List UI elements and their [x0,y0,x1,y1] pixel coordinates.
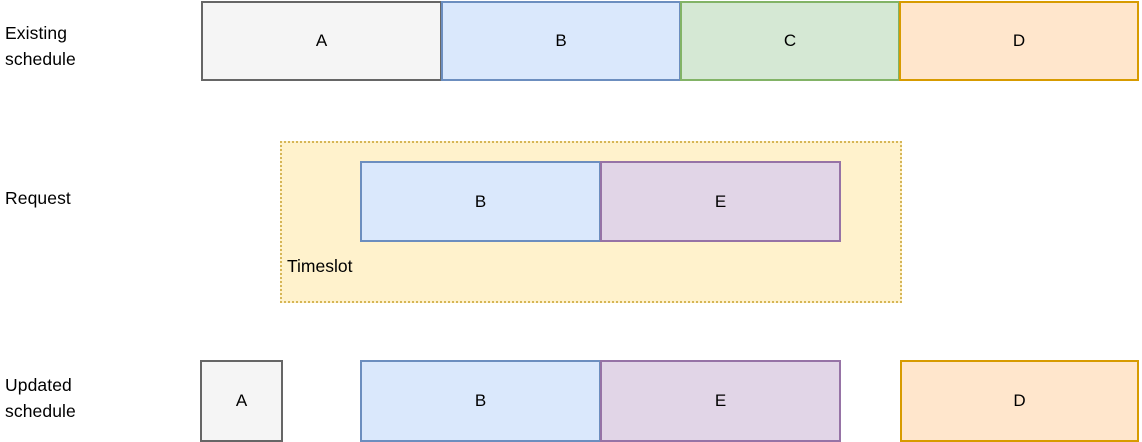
block-label: D [1013,391,1026,410]
block-updated-e[interactable]: E [600,360,841,442]
row-label-updated-schedule: Updated schedule [5,375,76,421]
block-label: D [1012,31,1026,50]
block-existing-c[interactable]: C [680,1,900,81]
block-label: B [474,391,487,410]
block-request-e[interactable]: E [600,161,841,242]
block-existing-d[interactable]: D [899,1,1139,81]
block-existing-b[interactable]: B [441,1,681,81]
block-updated-a[interactable]: A [200,360,283,442]
block-existing-a[interactable]: A [201,1,442,81]
timeslot-label: Timeslot [287,256,353,276]
block-label: A [315,31,328,50]
block-label: B [474,191,487,211]
block-label: B [555,31,567,50]
row-label-existing-schedule: Existing schedule [5,23,76,69]
block-label: E [714,391,727,410]
block-label: A [235,391,248,410]
block-updated-d[interactable]: D [900,360,1139,442]
block-label: C [783,31,797,50]
row-label-request: Request [5,188,71,208]
block-request-b[interactable]: B [360,161,601,242]
block-updated-b[interactable]: B [360,360,601,442]
block-label: E [714,191,727,211]
